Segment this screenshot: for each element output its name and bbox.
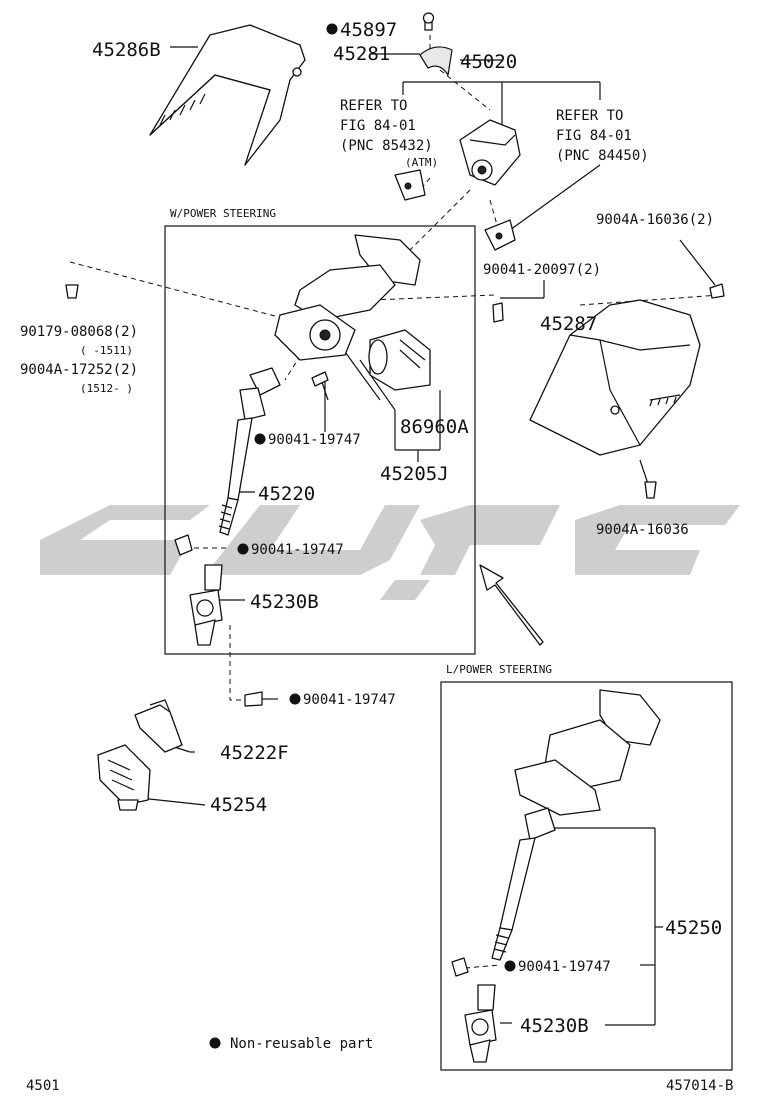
refer-84450-part [484,219,516,251]
label-9004A-16036: 9004A-16036 [596,522,689,538]
column-hole-cover [97,744,151,811]
label-45020: 45020 [460,51,517,73]
upper-column-cover [149,24,306,166]
label-90041-19747-d: 90041-19747 [518,959,611,975]
label-45250: 45250 [665,917,722,939]
footer-figure-code: 457014-B [666,1078,733,1094]
label-45897: 45897 [340,19,397,41]
bolt-90041-19747-a [311,371,329,401]
l-power-steering-title: L/POWER STEERING [446,663,552,676]
label-45205J: 45205J [380,463,449,485]
label-45230B-b: 45230B [520,1015,589,1037]
part-labels: 45897 45281 45286B 45020 REFER TO FIG 84… [20,19,733,1094]
screw-90041-20097 [492,302,504,323]
label-90041-20097-2: 90041-20097(2) [483,262,601,278]
label-90041-19747-c: 90041-19747 [303,692,396,708]
refer2-line3: (PNC 84450) [556,148,649,164]
label-45220: 45220 [258,483,315,505]
label-90179-08068-2: 90179-08068(2) [20,324,138,340]
refer1-atm: (ATM) [405,156,438,169]
intermediate-shaft-joint-a [189,564,223,646]
refer1-line2: FIG 84-01 [340,118,416,134]
power-steering-column [218,234,431,536]
bolt-90041-19747-b [174,534,193,556]
label-45287: 45287 [540,313,597,335]
refer-atm-part [394,169,426,201]
screw-9004A-16036-top [709,283,725,299]
pointer-arrow [479,564,544,646]
label-45230B-a: 45230B [250,591,319,613]
label-86960A: 86960A [400,416,469,438]
l-power-steering-box [440,681,733,1071]
lower-column-cover [529,299,701,456]
label-45281: 45281 [333,43,390,65]
label-45286B: 45286B [92,39,161,61]
label-9004A-17252-2: 9004A-17252(2) [20,362,138,378]
manual-steering-column [491,689,661,961]
w-power-steering-box [164,225,476,655]
screw-90179-08068 [65,284,79,299]
watermark-logo [40,505,740,600]
steering-lock-assembly [459,119,521,186]
label-9004A-16036-2: 9004A-16036(2) [596,212,714,228]
label-9004A-range: (1512- ) [80,382,133,395]
label-90041-19747-a: 90041-19747 [268,432,361,448]
label-45222F: 45222F [220,742,289,764]
key-cylinder-retainer [419,12,453,76]
screw-9004A-16036-bottom [644,481,657,499]
footer-page-code: 4501 [26,1078,60,1094]
non-reusable-markers [209,23,516,1049]
bolt-90041-19747-d [451,957,469,977]
refer1-line1: REFER TO [340,98,407,114]
bolt-90041-19747-c [244,691,278,707]
label-90179-range: ( -1511) [80,344,133,357]
intermediate-shaft-joint-b [464,984,497,1063]
w-power-steering-title: W/POWER STEERING [170,207,276,220]
column-hole-cover-seal [134,699,183,753]
refer2-line1: REFER TO [556,108,623,124]
label-90041-19747-b: 90041-19747 [251,542,344,558]
refer1-line3: (PNC 85432) [340,138,433,154]
legend-non-reusable: Non-reusable part [230,1036,373,1052]
label-45254: 45254 [210,794,267,816]
refer2-line2: FIG 84-01 [556,128,632,144]
